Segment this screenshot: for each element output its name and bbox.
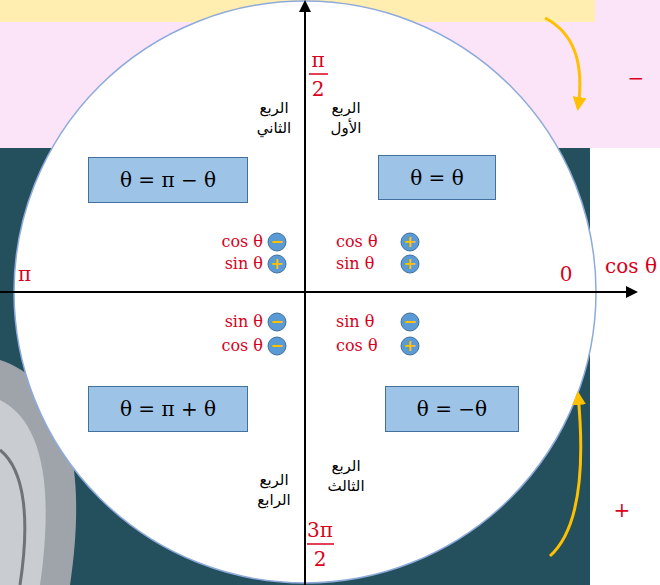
- function-label: cos θ: [221, 338, 263, 354]
- sign-symbol: +: [267, 254, 287, 274]
- sign-symbol: −: [267, 312, 287, 332]
- axis-label: 2: [314, 549, 327, 569]
- axis-label: 2: [312, 79, 325, 99]
- direction-sign: +: [614, 500, 631, 520]
- fraction-bar: [307, 543, 334, 545]
- function-label: cos θ: [336, 338, 378, 354]
- angle-formula: θ = π − θ: [120, 168, 216, 192]
- angle-formula: θ = θ: [410, 166, 464, 190]
- sign-circle: +: [400, 336, 420, 356]
- sign-circle: −: [267, 312, 287, 332]
- x-axis: [0, 291, 636, 293]
- angle-box: θ = −θ: [385, 386, 519, 432]
- axis-label: 0: [560, 264, 573, 284]
- sign-symbol: +: [400, 232, 420, 252]
- direction-sign: −: [628, 68, 645, 88]
- sign-symbol: −: [400, 312, 420, 332]
- angle-box: θ = π + θ: [88, 386, 248, 432]
- rotation-arrow: [545, 18, 580, 108]
- function-label: cos θ: [221, 234, 263, 250]
- angle-box: θ = π − θ: [88, 157, 248, 203]
- sign-symbol: −: [267, 232, 287, 252]
- axis-label: cos θ: [605, 256, 657, 276]
- quadrant-label: الربع الثالث: [320, 456, 372, 497]
- function-label: sin θ: [225, 256, 263, 272]
- y-axis: [304, 2, 306, 585]
- sign-circle: −: [267, 232, 287, 252]
- sign-circle: −: [267, 336, 287, 356]
- function-label: sin θ: [336, 314, 374, 330]
- sign-circle: +: [400, 254, 420, 274]
- fraction-bar: [309, 73, 328, 75]
- sign-circle: −: [400, 312, 420, 332]
- quadrant-label: الربع الأول: [320, 98, 372, 139]
- axis-label: π: [18, 264, 31, 284]
- sign-circle: +: [267, 254, 287, 274]
- function-label: sin θ: [225, 314, 263, 330]
- axis-label: 3π: [307, 520, 333, 540]
- quadrant-label: الربع الرابع: [248, 470, 300, 511]
- function-label: sin θ: [336, 256, 374, 272]
- sign-circle: +: [400, 232, 420, 252]
- rotation-arrow: [550, 394, 581, 556]
- angle-formula: θ = −θ: [417, 397, 487, 421]
- sign-symbol: +: [400, 336, 420, 356]
- sign-symbol: −: [267, 336, 287, 356]
- quadrant-label: الربع الثاني: [248, 98, 300, 139]
- axis-label: π: [311, 50, 324, 70]
- function-label: cos θ: [336, 234, 378, 250]
- angle-formula: θ = π + θ: [120, 397, 216, 421]
- angle-box: θ = θ: [378, 155, 496, 200]
- sign-symbol: +: [400, 254, 420, 274]
